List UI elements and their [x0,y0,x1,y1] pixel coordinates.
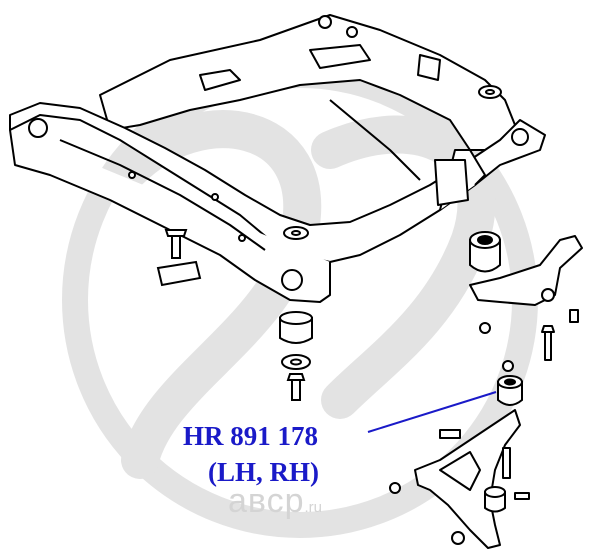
part-sides: (LH, RH) [208,457,319,487]
left-mount-bracket [156,229,202,287]
part-number-label: HR 891 178 (LH, RH) [183,418,319,490]
leader-line [367,391,497,433]
watermark-text: aвсp.ru [228,482,322,521]
subframe [9,14,546,303]
watermark-tld: .ru [304,499,323,516]
watermark-brand: aвсp [228,482,305,520]
upper-control-arm [469,235,583,372]
right-bushing [469,231,501,273]
part-number: HR 891 178 [183,421,318,451]
target-bushing [497,375,523,406]
center-bushing [279,311,313,401]
washers [283,85,502,240]
mount-holes [28,15,529,291]
lower-control-arm [389,409,530,549]
